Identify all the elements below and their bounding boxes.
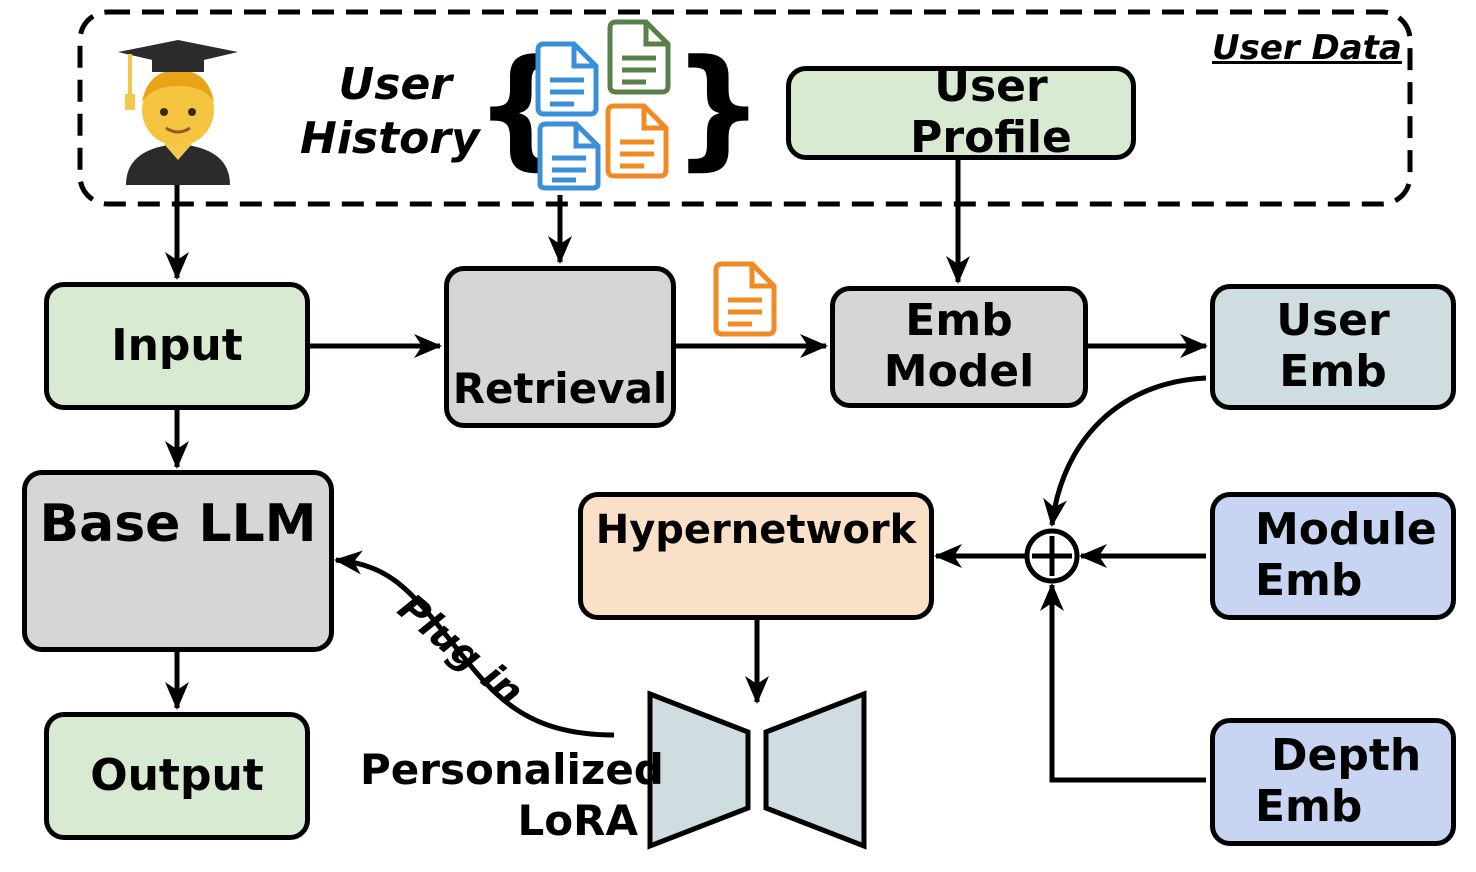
depth-emb-line-1: Depth <box>1271 730 1422 782</box>
base-llm-box: Base LLM <box>22 470 334 652</box>
document-icon <box>535 41 599 117</box>
base-llm-label: Base LLM <box>39 494 317 554</box>
lora-left-trapezoid <box>647 690 751 850</box>
emb-model-box: Emb Model <box>830 286 1088 408</box>
user-emb-line-1: User <box>1276 295 1390 347</box>
retrieval-box: Retrieval <box>444 266 676 428</box>
output-label: Output <box>90 749 264 801</box>
depth-emb-box: Depth Emb <box>1210 718 1456 846</box>
student-icon <box>118 40 238 185</box>
document-icon <box>537 121 601 191</box>
arrow-plug-in <box>334 550 615 738</box>
arrow-user-emb-to-plus <box>1043 375 1207 527</box>
arrow-depth-emb-to-plus <box>1040 583 1206 783</box>
emb-model-line-1: Emb <box>905 295 1013 347</box>
module-emb-line-2: Emb <box>1255 555 1363 606</box>
user-profile-box: User Profile <box>786 62 1136 163</box>
personalized-lora-line-1: Personalized <box>360 745 664 794</box>
input-label: Input <box>111 319 243 371</box>
user-history-line-2: History <box>300 112 480 164</box>
personalized-lora-label: Personalized LoRA <box>360 744 664 846</box>
module-emb-line-1: Module <box>1255 504 1437 556</box>
document-icon <box>713 261 777 337</box>
depth-emb-line-2: Emb <box>1255 781 1363 832</box>
emb-model-line-2: Model <box>883 346 1035 397</box>
lora-right-trapezoid <box>763 690 867 850</box>
user-profile-label: User Profile <box>910 61 1072 163</box>
user-history-line-1: User <box>338 59 452 110</box>
document-icon <box>605 103 669 179</box>
user-emb-line-2: Emb <box>1279 346 1387 397</box>
retrieval-label: Retrieval <box>452 363 668 413</box>
right-brace: } <box>672 31 765 183</box>
input-box: Input <box>44 282 310 410</box>
user-data-label: User Data <box>1212 28 1402 68</box>
user-emb-box: User Emb <box>1210 284 1456 410</box>
personalized-lora-line-2: LoRA <box>517 796 638 846</box>
hypernetwork-box: Hypernetwork <box>578 492 934 620</box>
module-emb-box: Module Emb <box>1210 492 1456 620</box>
output-box: Output <box>44 712 310 840</box>
user-history-label: User History <box>300 58 480 165</box>
hypernetwork-label: Hypernetwork <box>595 507 917 553</box>
document-icon <box>607 19 671 95</box>
